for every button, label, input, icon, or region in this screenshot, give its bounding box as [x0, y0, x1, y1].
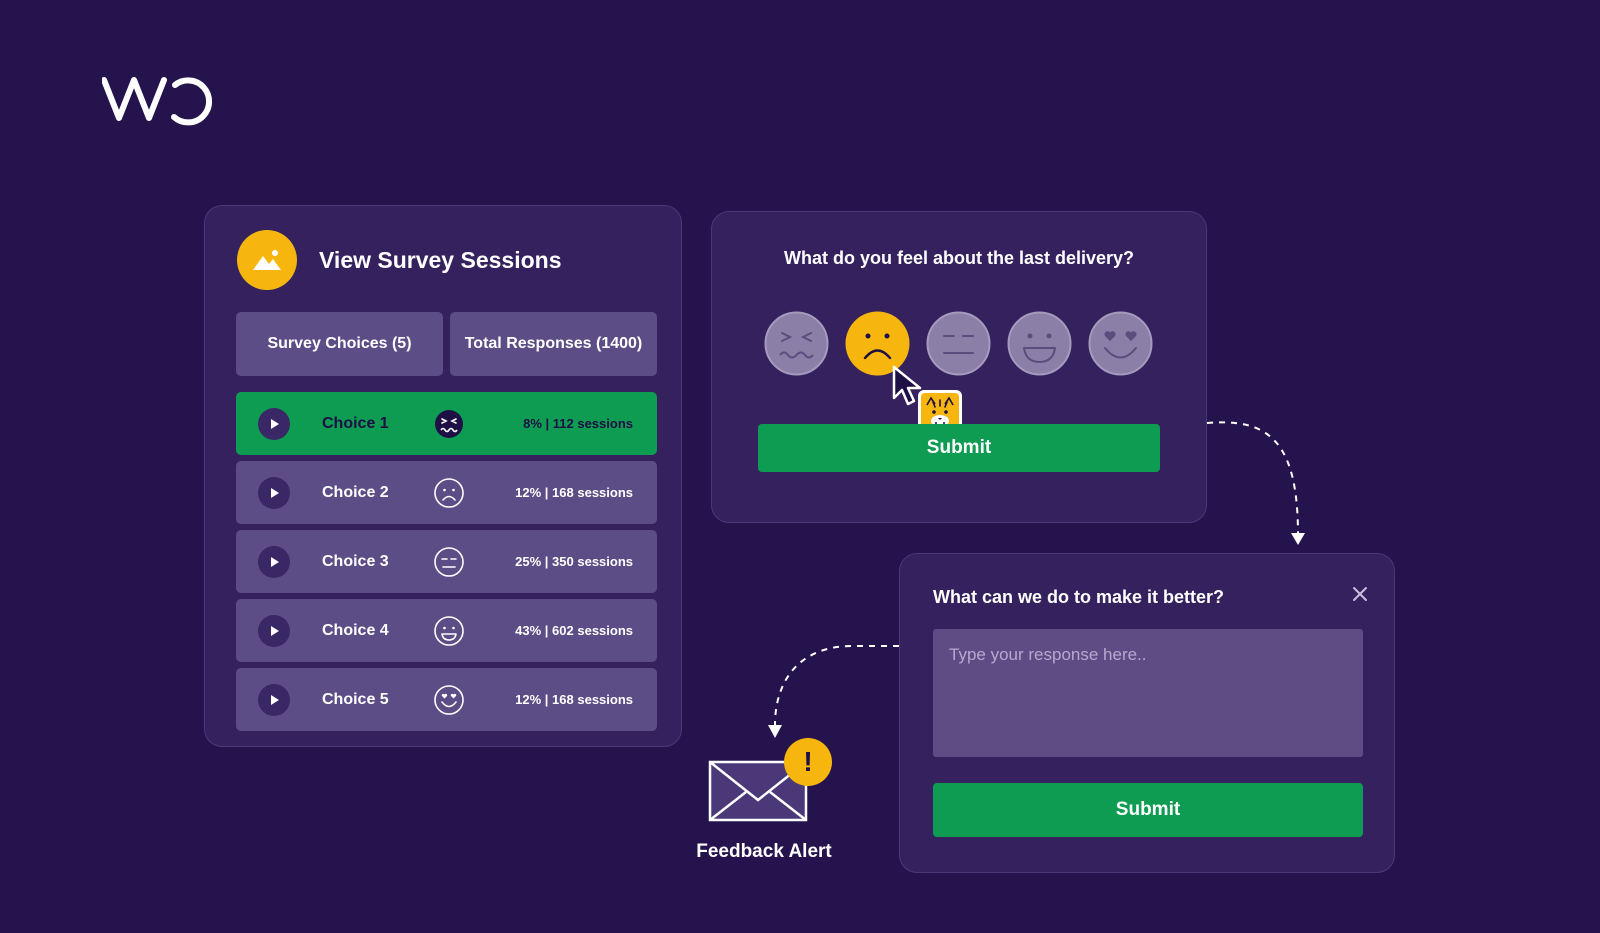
choice-row-2[interactable]: Choice 2 12% | 168 sessions — [236, 461, 657, 524]
happy-face-icon — [434, 615, 464, 646]
survey-choices-tab[interactable]: Survey Choices (5) — [236, 312, 443, 376]
rating-survey-panel: What do you feel about the last delivery… — [711, 211, 1207, 523]
happy-face-icon[interactable] — [1007, 311, 1072, 376]
arrow-down-icon — [768, 725, 782, 738]
choice-row-5[interactable]: Choice 5 12% | 168 sessions — [236, 668, 657, 731]
sad-face-icon — [434, 477, 464, 508]
close-icon[interactable] — [1350, 584, 1370, 604]
choice-label: Choice 2 — [322, 483, 389, 501]
choice-stat: 43% | 602 sessions — [515, 623, 633, 638]
panel-header: View Survey Sessions — [237, 230, 562, 290]
rating-options — [764, 311, 1153, 376]
panel-title: View Survey Sessions — [319, 246, 562, 273]
choice-label: Choice 1 — [322, 414, 389, 432]
choice-stat: 12% | 168 sessions — [515, 692, 633, 707]
choice-stat: 25% | 350 sessions — [515, 554, 633, 569]
vwo-logo — [102, 77, 213, 126]
play-icon[interactable] — [258, 614, 290, 647]
sad-face-icon[interactable] — [845, 311, 910, 376]
rating-submit-button[interactable]: Submit — [758, 424, 1160, 472]
play-icon[interactable] — [258, 545, 290, 578]
choice-row-1[interactable]: Choice 1 8% | 112 sessions — [236, 392, 657, 455]
rating-question: What do you feel about the last delivery… — [783, 248, 1135, 268]
feedback-response-input[interactable] — [933, 629, 1363, 757]
feedback-form-panel: What can we do to make it better? Submit — [899, 553, 1395, 873]
neutral-face-icon — [434, 546, 464, 577]
love-face-icon — [434, 684, 464, 715]
choice-label: Choice 3 — [322, 552, 389, 570]
choice-label: Choice 4 — [322, 621, 389, 639]
total-responses-tab[interactable]: Total Responses (1400) — [450, 312, 657, 376]
image-icon — [237, 230, 297, 290]
feedback-submit-button[interactable]: Submit — [933, 783, 1363, 837]
mouse-cursor-icon — [892, 365, 922, 406]
play-icon[interactable] — [258, 683, 290, 716]
feedback-alert-label: Feedback Alert — [696, 841, 832, 862]
neutral-face-icon[interactable] — [926, 311, 991, 376]
play-icon[interactable] — [258, 476, 290, 509]
disgusted-face-icon[interactable] — [764, 311, 829, 376]
choice-stat: 12% | 168 sessions — [515, 485, 633, 500]
choice-row-3[interactable]: Choice 3 25% | 350 sessions — [236, 530, 657, 593]
arrow-down-icon — [1291, 533, 1305, 545]
feedback-question: What can we do to make it better? — [933, 587, 1225, 607]
play-icon[interactable] — [258, 407, 290, 440]
love-face-icon[interactable] — [1088, 311, 1153, 376]
choice-stat: 8% | 112 sessions — [523, 416, 633, 431]
alert-badge: ! — [784, 738, 832, 786]
choice-label: Choice 5 — [322, 690, 389, 708]
disgusted-face-icon — [435, 409, 463, 438]
choice-row-4[interactable]: Choice 4 43% | 602 sessions — [236, 599, 657, 662]
survey-sessions-panel: View Survey Sessions Survey Choices (5) … — [204, 205, 682, 747]
